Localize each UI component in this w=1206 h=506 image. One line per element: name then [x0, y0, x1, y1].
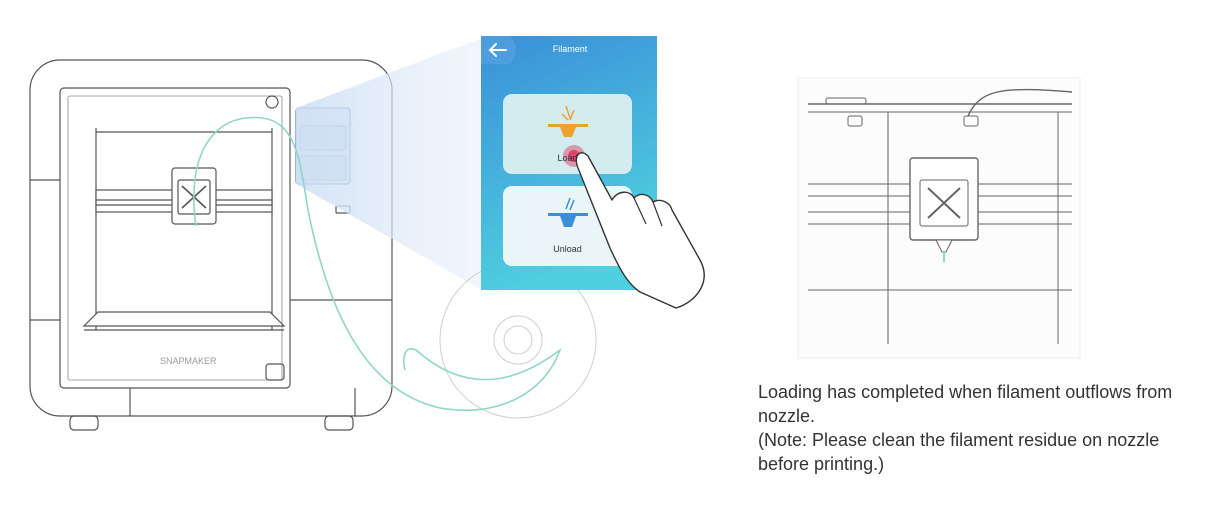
caption-line-2: (Note: Please clean the filament residue…	[758, 430, 1160, 474]
load-button-label[interactable]: Load	[557, 153, 578, 163]
nozzle-detail-illustration	[797, 77, 1081, 359]
screen-title: Filament	[552, 44, 588, 54]
zoom-projection	[296, 38, 482, 290]
tapping-hand	[563, 145, 705, 309]
back-arrow-icon[interactable]	[488, 43, 507, 57]
load-nozzle-icon	[548, 105, 588, 137]
filament-line	[192, 116, 562, 411]
caption-line-1: Loading has completed when filament outf…	[758, 382, 1173, 426]
unload-nozzle-icon	[548, 197, 588, 227]
unload-button-label[interactable]: Unload	[553, 244, 582, 254]
printer-brand-label: SNAPMAKER	[160, 356, 217, 366]
instruction-caption: Loading has completed when filament outf…	[758, 380, 1198, 476]
